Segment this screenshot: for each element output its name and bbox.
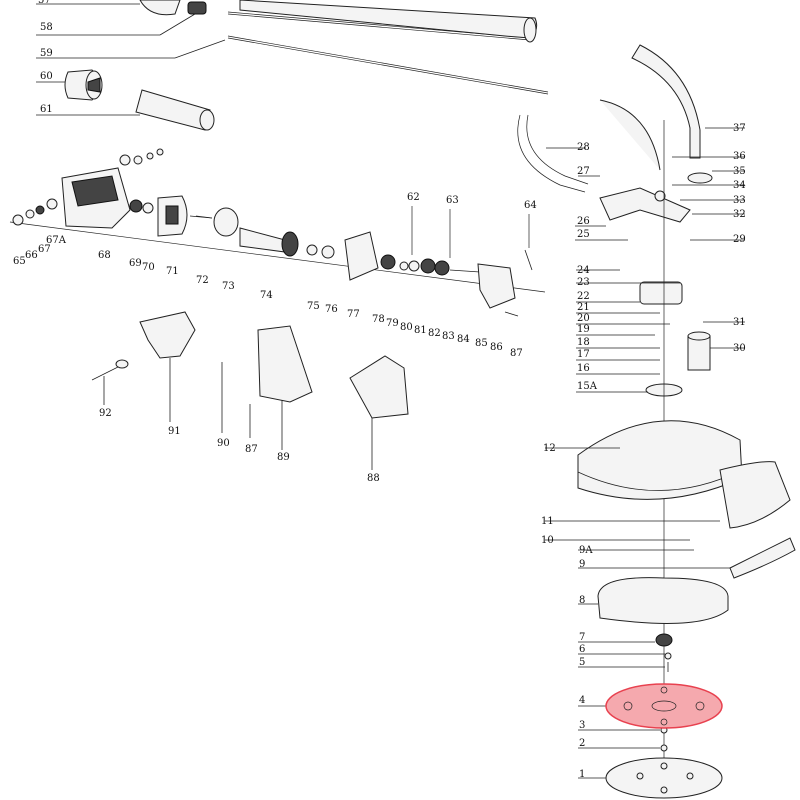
label-27: 27 <box>577 166 590 177</box>
label-32: 32 <box>733 209 746 220</box>
label-9: 9 <box>579 559 585 570</box>
label-30: 30 <box>733 343 746 354</box>
label-70: 70 <box>142 262 155 273</box>
label-64: 64 <box>524 200 537 211</box>
label-68: 68 <box>98 250 111 261</box>
label-67: 67 <box>38 244 51 255</box>
part-61-sleeve: 61 <box>36 89 215 131</box>
label-21: 21 <box>577 302 590 313</box>
cover-parts-group: 92 91 90 87 89 88 <box>91 311 409 484</box>
label-77: 77 <box>347 309 360 320</box>
label-3: 3 <box>579 720 585 731</box>
label-90: 90 <box>217 438 230 449</box>
label-34: 34 <box>733 180 746 191</box>
label-89: 89 <box>277 452 290 463</box>
label-65: 65 <box>13 256 26 267</box>
label-84: 84 <box>457 334 470 345</box>
label-8: 8 <box>579 595 585 606</box>
label-79: 79 <box>386 318 399 329</box>
label-20: 20 <box>577 313 590 324</box>
part-57-group: 57 <box>36 0 207 16</box>
label-2: 2 <box>579 738 585 749</box>
highlighted-pad <box>605 683 723 729</box>
label-76: 76 <box>325 304 338 315</box>
label-7: 7 <box>579 632 585 643</box>
label-17: 17 <box>577 349 590 360</box>
part-4-highlight <box>605 683 723 729</box>
label-6: 6 <box>579 644 585 655</box>
label-59: 59 <box>40 48 53 59</box>
label-69: 69 <box>129 258 142 269</box>
label-82: 82 <box>428 328 441 339</box>
label-9a: 9A <box>579 545 593 556</box>
head-assembly-group: 12 11 10 9A 9 8 7 6 5 4 3 2 1 <box>541 120 796 799</box>
part-58-group: 58 <box>36 13 196 36</box>
label-85: 85 <box>475 338 488 349</box>
label-62: 62 <box>407 192 420 203</box>
label-24: 24 <box>577 265 590 276</box>
label-28: 28 <box>577 142 590 153</box>
label-16: 16 <box>577 363 590 374</box>
label-87a: 87 <box>510 348 523 359</box>
label-57: 57 <box>38 0 51 6</box>
label-73: 73 <box>222 281 235 292</box>
label-81: 81 <box>414 325 427 336</box>
label-36: 36 <box>733 151 746 162</box>
label-58: 58 <box>40 22 53 33</box>
label-31: 31 <box>733 317 746 328</box>
label-83: 83 <box>442 331 455 342</box>
label-80: 80 <box>400 322 413 333</box>
label-4: 4 <box>579 695 585 706</box>
label-88: 88 <box>367 473 380 484</box>
label-63: 63 <box>446 195 459 206</box>
label-18: 18 <box>577 337 590 348</box>
label-26: 26 <box>577 216 590 227</box>
label-92: 92 <box>99 408 112 419</box>
label-11: 11 <box>541 516 554 527</box>
label-10: 10 <box>541 535 554 546</box>
label-66: 66 <box>25 250 38 261</box>
label-33: 33 <box>733 195 746 206</box>
label-86: 86 <box>490 342 503 353</box>
label-15a: 15A <box>577 381 598 392</box>
label-91: 91 <box>168 426 181 437</box>
label-23: 23 <box>577 277 590 288</box>
label-60: 60 <box>40 71 53 82</box>
label-37: 37 <box>733 123 746 134</box>
label-25: 25 <box>577 229 590 240</box>
label-22: 22 <box>577 291 590 302</box>
part-60-knob: 60 <box>36 69 103 101</box>
label-72: 72 <box>196 275 209 286</box>
label-19: 19 <box>577 324 590 335</box>
label-78: 78 <box>372 314 385 325</box>
part-59-rod: 59 <box>36 0 549 95</box>
hose-arm-group: 37 36 35 34 33 32 29 28 27 26 25 24 23 2… <box>517 44 746 397</box>
label-87b: 87 <box>245 444 258 455</box>
label-5: 5 <box>579 657 585 668</box>
motor-assembly-row: 65 66 67 67A 68 69 70 71 72 73 74 75 76 … <box>9 148 546 359</box>
label-71: 71 <box>166 266 179 277</box>
label-12: 12 <box>543 443 556 454</box>
label-75: 75 <box>307 301 320 312</box>
label-1: 1 <box>579 769 585 780</box>
label-29: 29 <box>733 234 746 245</box>
label-67a: 67A <box>46 235 67 246</box>
label-35: 35 <box>733 166 746 177</box>
label-74: 74 <box>260 290 273 301</box>
label-61: 61 <box>40 104 53 115</box>
